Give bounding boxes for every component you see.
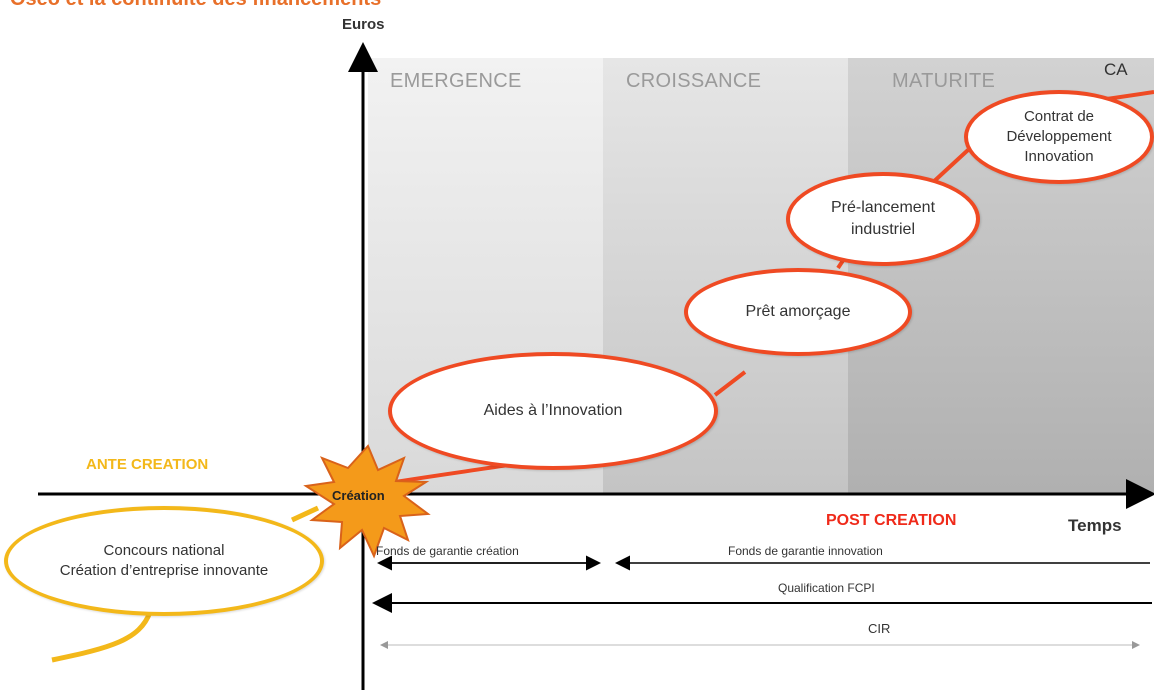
growth-curve-segment-2 [713, 370, 747, 397]
ante-creation-label: ANTE CREATION [86, 456, 209, 473]
fonds-innovation-label: Fonds de garantie innovation [728, 544, 883, 558]
bubble-contrat-line2: Développement [1006, 127, 1112, 145]
bubble-prelancement-line2: industriel [850, 221, 915, 238]
cir-label: CIR [868, 621, 891, 636]
x-axis-label: Temps [1068, 516, 1122, 535]
bubble-concours-line1: Concours national [103, 541, 225, 559]
bubble-pre-lancement: Pré-lancement industriel [786, 172, 980, 266]
bubble-pret-amorcage: Prêt amorçage [684, 268, 912, 356]
y-axis-label: Euros [342, 16, 385, 33]
fonds-creation-label: Fonds de garantie création [376, 544, 519, 558]
bubble-contrat-line3: Innovation [1024, 148, 1094, 166]
bubble-concours-national: Concours national Création d’entreprise … [4, 506, 324, 616]
phase-label-croissance: CROISSANCE [626, 70, 762, 92]
bubble-contrat-developpement: Contrat de Développement Innovation [964, 90, 1154, 184]
curve-label-ca: CA [1104, 60, 1128, 79]
phase-label-emergence: EMERGENCE [390, 70, 522, 92]
creation-starburst [303, 444, 431, 559]
phase-label-maturite: MATURITE [892, 70, 996, 92]
bubble-pret-text: Prêt amorçage [745, 303, 851, 321]
bubble-prelancement-line1: Pré-lancement [830, 199, 936, 217]
bubble-aides-text: Aides à l’Innovation [483, 402, 623, 420]
qualification-fcpi-label: Qualification FCPI [778, 581, 875, 595]
page-title: Oseo et la continuité des financements [10, 0, 381, 11]
concours-connector-tail [51, 611, 153, 663]
bubble-concours-line2: Création d’entreprise innovante [59, 562, 269, 579]
post-creation-label: POST CREATION [826, 512, 957, 529]
bubble-aides-innovation: Aides à l’Innovation [388, 352, 718, 470]
concours-connector-top [290, 505, 320, 523]
bubble-contrat-line1: Contrat de [1023, 107, 1095, 125]
creation-badge-label: Création [332, 488, 385, 503]
